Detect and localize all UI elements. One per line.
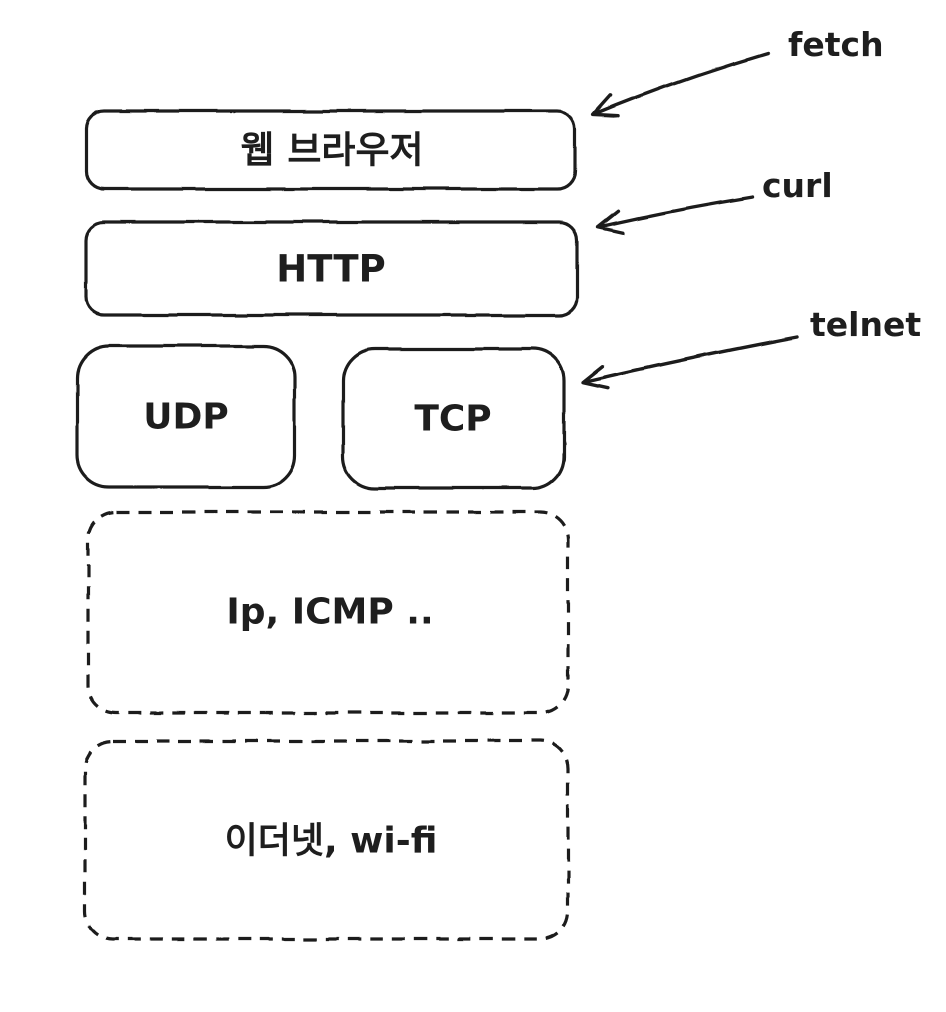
label-http: HTTP: [276, 248, 385, 291]
label-telnet: telnet: [810, 305, 921, 344]
label-web-browser: 웹 브라우저: [240, 129, 423, 172]
label-ethernet-wifi: 이더넷, wi-fi: [225, 821, 438, 862]
box-ip-icmp: [86, 510, 570, 715]
box-udp: [75, 344, 297, 489]
box-ethernet-wifi: [83, 739, 570, 941]
box-tcp: [341, 347, 566, 490]
arrow-telnet: [581, 335, 799, 390]
arrow-fetch: [591, 51, 770, 118]
label-curl: curl: [762, 166, 833, 205]
box-web-browser: [84, 109, 577, 191]
label-tcp: TCP: [414, 399, 491, 440]
label-udp: UDP: [143, 397, 229, 438]
label-ip-icmp: Ip, ICMP ..: [226, 592, 433, 633]
box-http: [84, 220, 579, 317]
label-fetch: fetch: [788, 25, 884, 64]
arrow-curl: [596, 195, 755, 235]
